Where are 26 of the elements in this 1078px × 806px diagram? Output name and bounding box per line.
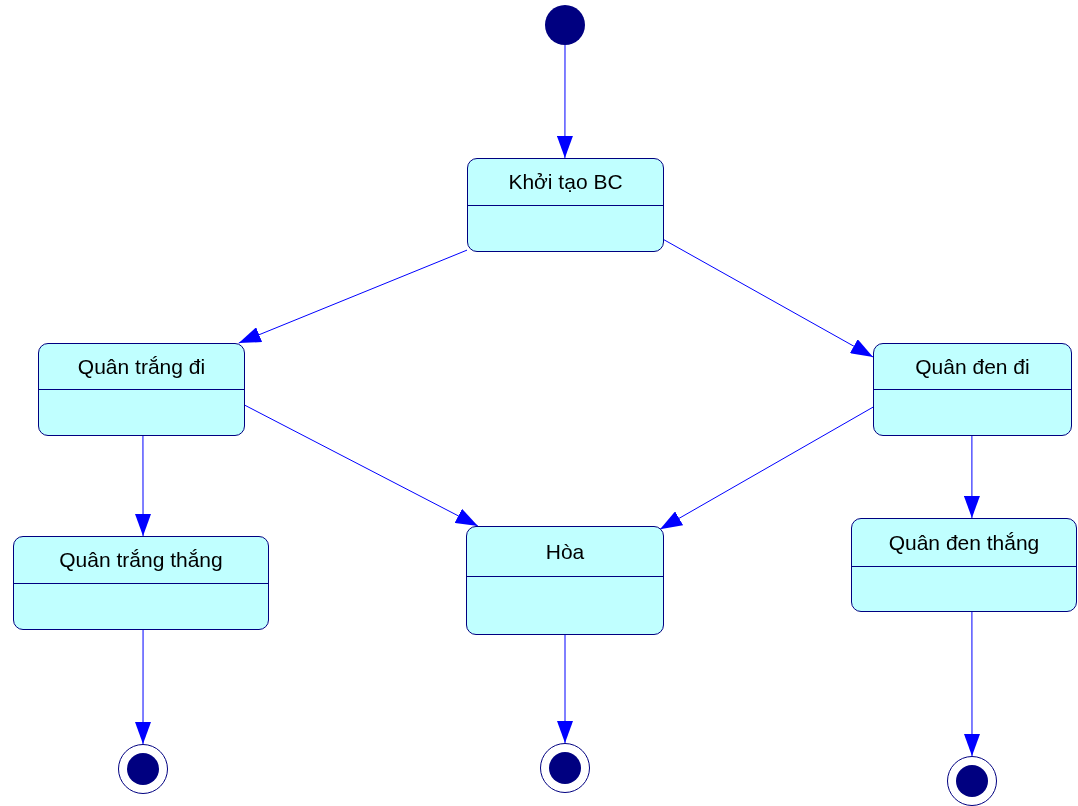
- state-box: [13, 536, 269, 630]
- transition-arrow: [556, 44, 573, 159]
- transition-arrow: [238, 249, 468, 344]
- final-state: [118, 744, 168, 794]
- state-box: [851, 518, 1077, 612]
- state-box: [466, 526, 664, 635]
- transition-arrow: [659, 406, 874, 530]
- state-name: Hòa: [545, 539, 585, 564]
- initial-state: [545, 5, 585, 45]
- state-name: Quân đen đi: [915, 354, 1030, 379]
- transition-arrow: [557, 634, 573, 744]
- transition-arrow: [964, 611, 980, 757]
- transition-arrow: [244, 404, 479, 527]
- transition-arrow: [963, 435, 980, 519]
- state-name: Khởi tạo BC: [508, 170, 623, 194]
- state-name: Quân trắng đi: [77, 354, 206, 379]
- state-box: [873, 343, 1072, 436]
- state-name: Quân đen thắng: [888, 530, 1040, 555]
- state-box: [467, 158, 664, 252]
- state-name: Quân trắng thắng: [59, 548, 223, 572]
- final-state: [947, 756, 997, 806]
- transition-arrow: [663, 239, 874, 358]
- final-state: [540, 743, 590, 793]
- transition-arrow: [135, 435, 152, 537]
- state-box: [38, 343, 245, 436]
- transition-arrow: [135, 629, 151, 745]
